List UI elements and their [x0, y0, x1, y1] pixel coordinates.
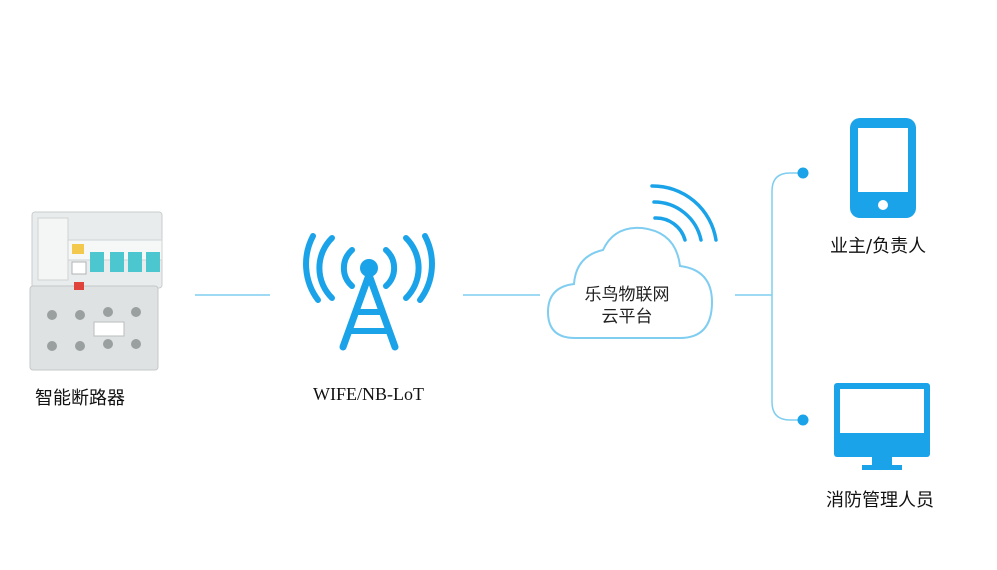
branch-dot-bottom — [797, 414, 809, 426]
smartphone-icon — [850, 118, 916, 218]
circuit-breaker-image — [29, 211, 163, 371]
wireless-tower-icon — [303, 233, 435, 351]
fire-staff-label: 消防管理人员 — [826, 490, 934, 511]
cloud-label-line2: 云平台 — [601, 307, 653, 327]
antenna-label: WIFE/NB-LoT — [313, 384, 424, 404]
breaker-label: 智能断路器 — [35, 388, 125, 409]
cloud-label: 乐鸟物联网 云平台 — [562, 284, 692, 328]
cloud-icon — [546, 184, 718, 339]
owner-label: 业主/负责人 — [830, 236, 927, 257]
branch-dot-top — [797, 167, 809, 179]
cloud-label-line1: 乐鸟物联网 — [584, 285, 670, 305]
branch-bracket — [771, 172, 803, 421]
monitor-icon — [834, 383, 930, 470]
